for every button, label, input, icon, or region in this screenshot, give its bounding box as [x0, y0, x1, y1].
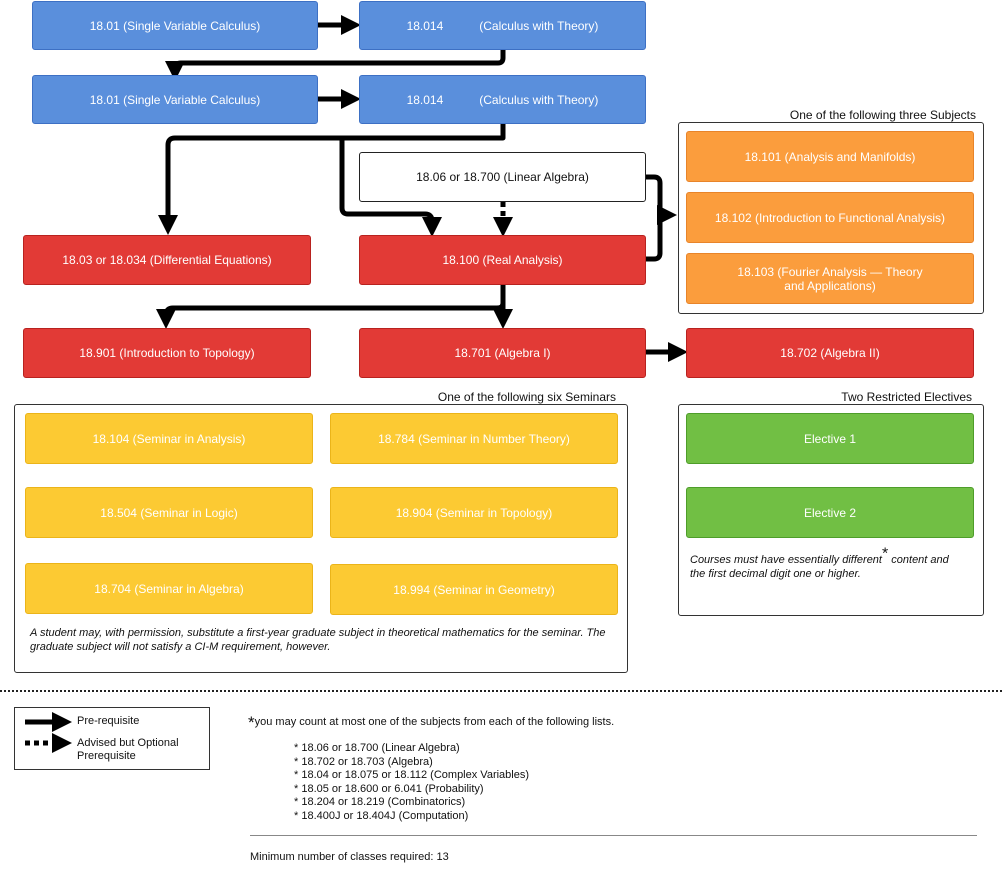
list-item: * 18.400J or 18.404J (Computation): [294, 809, 469, 822]
course-18-014-row2: 18.014 (Calculus with Theory): [359, 75, 646, 124]
footnote-star: *: [881, 545, 889, 563]
seminars-note: A student may, with permission, substitu…: [30, 627, 606, 653]
course-linear-algebra: 18.06 or 18.700 (Linear Algebra): [359, 152, 646, 202]
course-18-103: 18.103 (Fourier Analysis — Theory and Ap…: [686, 253, 974, 304]
arrow-to-diffeq: [158, 124, 506, 235]
legend-prereq-label: Pre-requisite: [77, 715, 140, 727]
course-18-102: 18.102 (Introduction to Functional Analy…: [686, 192, 974, 243]
arrow-ra-to-subjects: [645, 216, 663, 262]
seminars-label: One of the following six Seminars: [437, 390, 616, 404]
course-18-01-row2: 18.01 (Single Variable Calculus): [32, 75, 318, 124]
seminar-18-504: 18.504 (Seminar in Logic): [25, 487, 313, 538]
course-18-901: 18.901 (Introduction to Topology): [23, 328, 311, 378]
course-18-702: 18.702 (Algebra II): [686, 328, 974, 378]
list-item: * 18.04 or 18.075 or 18.112 (Complex Var…: [294, 769, 530, 781]
list-item: * 18.702 or 18.703 (Algebra): [294, 755, 433, 768]
arrow-la-to-subjects: [645, 174, 677, 225]
course-18-01-row1: 18.01 (Single Variable Calculus): [32, 1, 318, 50]
elective-2: Elective 2: [686, 487, 974, 538]
electives-note-b: content and the first decimal digit one …: [690, 554, 949, 580]
seminar-18-784: 18.784 (Seminar in Number Theory): [330, 413, 618, 464]
course-title: (Calculus with Theory): [479, 18, 599, 33]
count-once-lists: * 18.06 or 18.700 (Linear Algebra) * 18.…: [294, 742, 529, 823]
footer-rule: [250, 835, 977, 836]
footnote-text: you may count at most one of the subject…: [254, 716, 615, 728]
arrow-to-real-analysis: [339, 138, 442, 237]
seminar-18-904: 18.904 (Seminar in Topology): [330, 487, 618, 538]
legend-advised-label: Advised but Optional Prerequisite: [77, 737, 179, 762]
legend-arrows: [25, 712, 72, 753]
arrow-to-topology: [156, 284, 506, 329]
course-18-100: 18.100 (Real Analysis): [359, 235, 646, 285]
course-title: (Calculus with Theory): [479, 92, 599, 107]
legend: Pre-requisite Advised but Optional Prere…: [14, 707, 210, 770]
list-item: * 18.204 or 18.219 (Combinatorics): [294, 796, 466, 808]
seminar-18-994: 18.994 (Seminar in Geometry): [330, 564, 618, 615]
course-18-701: 18.701 (Algebra I): [359, 328, 646, 378]
footnote: *you may count at most one of the subjec…: [248, 713, 614, 733]
arrow-r1-to-r2: [165, 50, 506, 81]
course-code: 18.014: [406, 92, 444, 107]
section-divider: [0, 690, 1002, 692]
list-item: * 18.06 or 18.700 (Linear Algebra): [294, 742, 460, 754]
course-18-101: 18.101 (Analysis and Manifolds): [686, 131, 974, 182]
footnote-star-mark: *: [248, 713, 255, 732]
electives-note-a: Courses must have essentially different: [690, 554, 882, 566]
three-subjects-label: One of the following three Subjects: [789, 108, 976, 122]
course-code: 18.014: [406, 18, 444, 33]
seminar-18-704: 18.704 (Seminar in Algebra): [25, 563, 313, 614]
list-item: * 18.05 or 18.600 or 6.041 (Probability): [294, 782, 484, 795]
course-18-014-row1: 18.014 (Calculus with Theory): [359, 1, 646, 50]
minimum-classes: Minimum number of classes required: 13: [250, 851, 449, 863]
elective-1: Elective 1: [686, 413, 974, 464]
electives-label: Two Restricted Electives: [841, 390, 972, 404]
seminar-18-104: 18.104 (Seminar in Analysis): [25, 413, 313, 464]
electives-note: Courses must have essentially different*…: [690, 546, 965, 581]
course-diff-eq: 18.03 or 18.034 (Differential Equations): [23, 235, 311, 285]
